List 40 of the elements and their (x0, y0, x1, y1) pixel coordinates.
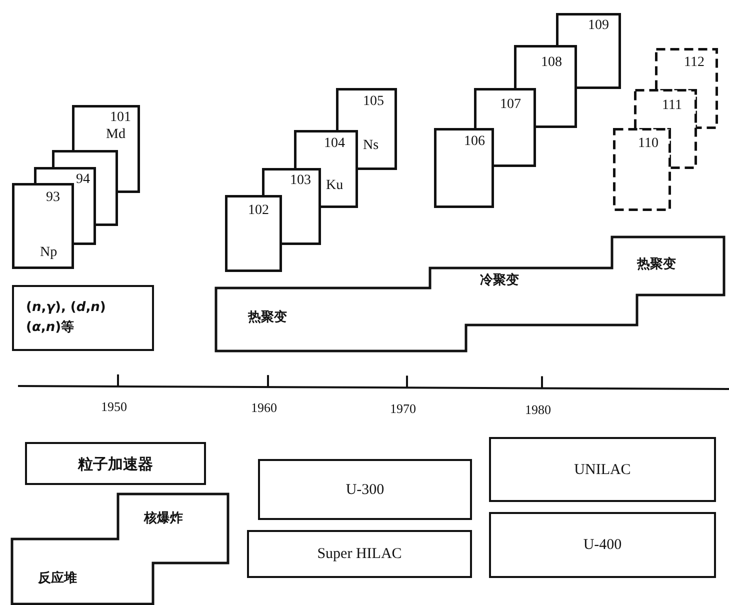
atomic-number: 109 (588, 18, 609, 34)
reaction-label: (n,γ), (d,n) (α,n)等 (26, 299, 107, 337)
stepped-band (12, 494, 228, 605)
year-label: 1980 (525, 402, 551, 418)
element-symbol: Md (106, 127, 126, 143)
atomic-number: 105 (363, 94, 384, 110)
atomic-number: 106 (464, 134, 485, 150)
atomic-number: 103 (290, 173, 311, 189)
facility-box (258, 459, 472, 520)
atomic-number: 111 (662, 98, 682, 114)
facility-box (247, 530, 472, 578)
atomic-number: 107 (500, 97, 521, 113)
reaction-box (12, 285, 154, 351)
band-label: 热聚变 (248, 310, 287, 326)
facility-label: 粒子加速器 (78, 456, 153, 472)
facility-label: Super HILAC (317, 546, 402, 562)
year-label: 1960 (251, 400, 277, 416)
element-symbol: Ns (363, 138, 379, 154)
element-symbol: Ku (326, 178, 344, 194)
band-label: 核爆炸 (144, 511, 183, 527)
band-label: 冷聚变 (480, 273, 519, 289)
atomic-number: 108 (541, 55, 562, 71)
element-symbol: Np (40, 245, 58, 261)
atomic-number: 94 (76, 172, 90, 188)
year-label: 1950 (101, 399, 127, 415)
atomic-number: 93 (46, 190, 60, 206)
atomic-number: 104 (324, 136, 345, 152)
facility-box (489, 512, 716, 578)
facility-label: U-400 (583, 537, 622, 553)
facility-label: U-300 (346, 482, 384, 498)
band-label: 热聚变 (637, 257, 676, 273)
atomic-number: 112 (684, 55, 704, 71)
atomic-number: 102 (248, 203, 269, 219)
year-label: 1970 (390, 401, 416, 417)
atomic-number: 110 (638, 136, 658, 152)
band-label: 反应堆 (38, 571, 77, 587)
atomic-number: 101 (110, 110, 131, 126)
facility-label: UNILAC (574, 462, 631, 478)
facility-box (489, 437, 716, 502)
facility-box (25, 442, 206, 485)
